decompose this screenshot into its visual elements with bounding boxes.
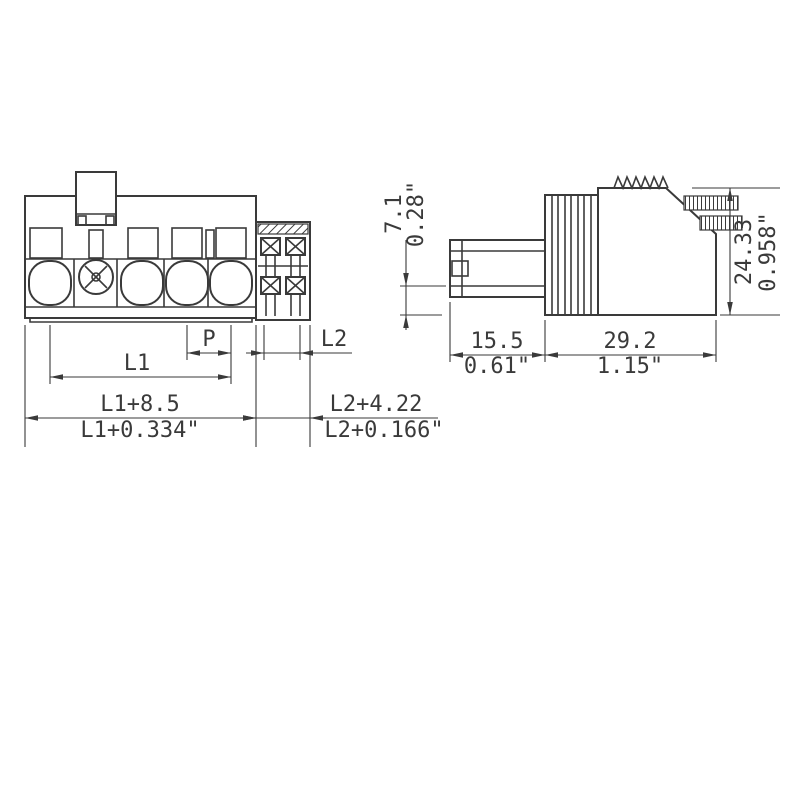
terminal-opening-4: [209, 260, 253, 306]
clamp-hatch-band: [257, 223, 309, 235]
plug-key: [451, 260, 469, 277]
terminal-opening-2: [120, 260, 164, 306]
dim-label-overall-height-inch: 0.958": [756, 212, 781, 291]
clamp-contact-3: [260, 276, 281, 295]
slot-2: [127, 227, 159, 259]
clamp-section: [255, 221, 311, 321]
latch-tab-foot-left: [77, 215, 87, 226]
clamp-contact-4: [285, 276, 306, 295]
terminal-opening-3: [165, 260, 209, 306]
dim-label-l1: L1: [124, 351, 151, 376]
side-view-dimensions: 7.1 0.28" 24.33 0.958" 15.5 0.61" 29.2 1…: [382, 181, 781, 379]
dim-label-body-length-inch: 1.15": [597, 354, 663, 379]
test-port-2: [205, 229, 215, 259]
clamp-contact-cross: [285, 276, 306, 295]
dim-label-plug-length-mm: 15.5: [471, 329, 524, 354]
clamp-contact-1: [260, 237, 281, 256]
clamp-contact-frame: [260, 276, 281, 295]
slot-3: [171, 227, 203, 259]
dim-label-l1-overall-inch: L1+0.334": [80, 418, 199, 443]
plug-outline: [449, 239, 546, 298]
slot-1: [29, 227, 63, 259]
clamp-contact-2: [285, 237, 306, 256]
clamp-housing-outline: [255, 221, 311, 321]
wire-stub-1: [683, 195, 739, 211]
latch-tab: [75, 171, 117, 226]
clamp-contact-cross: [260, 237, 281, 256]
dim-label-l2-overall-inch: L2+0.166": [324, 418, 443, 443]
dim-label-body-length-mm: 29.2: [604, 329, 657, 354]
strain-relief-teeth: [613, 174, 669, 191]
dim-label-overall-height-mm: 24.33: [732, 219, 757, 285]
dim-label-plug-height-mm: 7.1: [382, 194, 407, 234]
screw-center: [91, 272, 101, 282]
clamp-contact-frame: [285, 276, 306, 295]
slot-4: [215, 227, 247, 259]
side-view: [449, 174, 743, 316]
dim-label-plug-length-inch: 0.61": [464, 354, 530, 379]
latch-tab-foot-right: [105, 215, 115, 226]
housing-foot-edge: [29, 318, 253, 323]
clamp-contact-frame: [260, 237, 281, 256]
dim-label-l2-overall-mm: L2+4.22: [330, 392, 423, 417]
screw-cross-slot: [84, 265, 108, 289]
front-view: [24, 171, 311, 323]
test-port-1: [88, 229, 104, 259]
dim-label-l2: L2: [321, 327, 348, 352]
body-outline: [597, 187, 717, 316]
dim-label-pitch: P: [202, 327, 215, 352]
clamp-contact-frame: [285, 237, 306, 256]
clamp-contact-cross: [285, 237, 306, 256]
clamp-contact-cross: [260, 276, 281, 295]
terminal-opening-1: [28, 260, 72, 306]
front-view-dimensions: P L1 L2 L1+8.5 L1+0.334" L2+4.22 L2+0.16…: [24, 325, 444, 447]
dim-label-l1-overall-mm: L1+8.5: [100, 392, 179, 417]
dim-label-plug-height-inch: 0.28": [404, 181, 429, 247]
